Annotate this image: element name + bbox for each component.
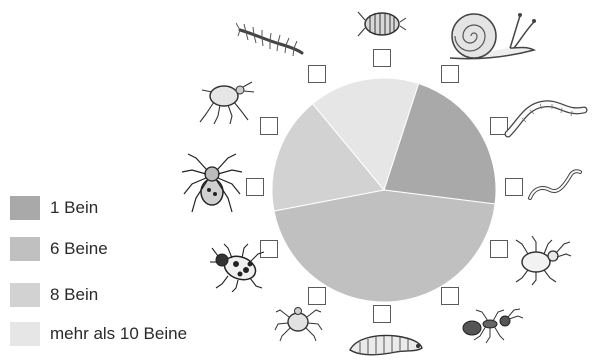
answer-checkbox-mite[interactable] (308, 287, 326, 305)
answer-checkbox-spider[interactable] (246, 178, 264, 196)
spider-icon (181, 153, 243, 213)
legend-label: 8 Bein (50, 285, 99, 304)
legend-swatch (10, 237, 40, 261)
answer-checkbox-larva[interactable] (373, 305, 391, 323)
answer-checkbox-spotted-beetle[interactable] (260, 240, 278, 258)
legend-label: 6 Beine (50, 239, 108, 258)
pie-slice-1-bein (383, 82, 497, 205)
ant-icon (462, 308, 524, 344)
small-worm-icon (528, 169, 582, 200)
pie-slice-8-bein (271, 102, 385, 212)
pie-slice-6-beine (273, 189, 496, 303)
answer-checkbox-snail[interactable] (441, 65, 459, 83)
tick-icon (199, 81, 255, 124)
answer-checkbox-small-worm[interactable] (505, 178, 523, 196)
earthworm-icon (504, 100, 588, 138)
legend-item-1-bein: 1 Bein (10, 196, 98, 220)
centipede-icon (236, 22, 304, 57)
legend-item-8-bein: 8 Bein (10, 283, 98, 307)
spotted-beetle-icon (210, 243, 265, 292)
answer-checkbox-earthworm[interactable] (490, 117, 508, 135)
legend-swatch (10, 196, 40, 220)
larva-icon (349, 334, 423, 356)
pie-slice-mehr-als-10-beine (311, 77, 420, 192)
legend-swatch (10, 322, 40, 346)
answer-checkbox-centipede[interactable] (308, 65, 326, 83)
answer-checkbox-woodlouse[interactable] (373, 49, 391, 67)
legend-item-6-beine: 6 Beine (10, 237, 108, 261)
legend-swatch (10, 283, 40, 307)
legend-item-mehr-als-10-beine: mehr als 10 Beine (10, 322, 187, 346)
legend-label: mehr als 10 Beine (50, 324, 188, 343)
woodlouse-icon (357, 11, 407, 37)
answer-checkbox-tick[interactable] (260, 117, 278, 135)
beetle-icon (515, 235, 572, 286)
snail-icon (449, 13, 537, 60)
mite-icon (274, 307, 323, 342)
answer-checkbox-beetle[interactable] (490, 240, 508, 258)
legend-label: 1 Bein (50, 198, 99, 217)
answer-checkbox-ant[interactable] (441, 287, 459, 305)
